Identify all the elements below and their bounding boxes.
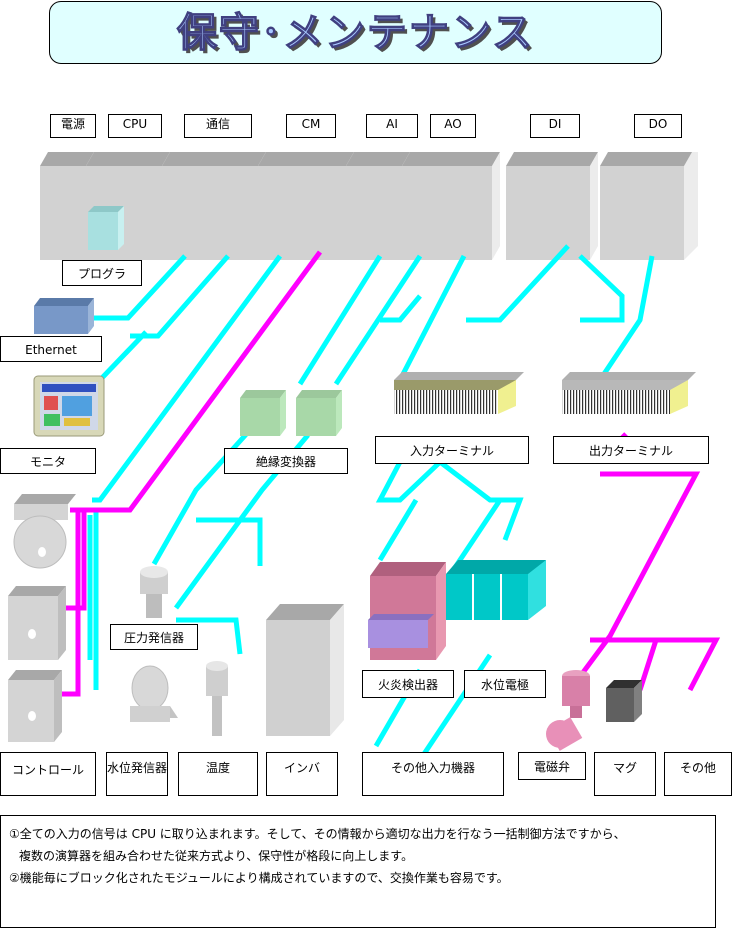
solenoid-device — [546, 670, 590, 751]
temperature-device — [206, 661, 228, 736]
programmer-label: プログラ — [62, 260, 142, 286]
monitor-label: モニタ — [0, 448, 96, 474]
other-label: その他 — [664, 752, 732, 796]
module-ao-block — [402, 152, 500, 260]
controller-label: コントロール — [0, 752, 96, 796]
module-label-cpu: CPU — [108, 114, 162, 138]
module-ai-block — [346, 152, 410, 260]
pressure-label: 圧力発信器 — [110, 624, 198, 650]
module-label-di: DI — [530, 114, 580, 138]
temperature-label: 温度 — [178, 752, 258, 796]
inverter-device — [266, 604, 344, 736]
flame-device — [368, 562, 446, 660]
pressure-device — [140, 566, 168, 618]
programmer-port-cube — [88, 206, 124, 250]
module-di-block — [506, 152, 598, 260]
output-terminal-label: 出力ターミナル — [553, 436, 709, 464]
page-title: 保守･メンテナンス — [176, 9, 535, 56]
module-label-power: 電源 — [50, 114, 96, 138]
module-label-comm: 通信 — [184, 114, 252, 138]
water-electrode-device — [446, 560, 546, 620]
inverter-label: インバ — [266, 752, 338, 796]
title-banner: 保守･メンテナンス — [49, 1, 662, 64]
signal-wiring — [87, 244, 655, 762]
module-label-do: DO — [634, 114, 682, 138]
solenoid-label: 電磁弁 — [518, 752, 586, 780]
controller-devices — [8, 494, 76, 742]
ethernet-label: Ethernet — [0, 336, 102, 362]
isolator-label: 絶縁変換器 — [224, 448, 348, 474]
module-comm-block — [162, 152, 266, 260]
module-label-ao: AO — [430, 114, 476, 138]
ethernet-device — [34, 298, 94, 334]
module-label-ai: AI — [366, 114, 418, 138]
note-line-2: 複数の演算器を組み合わせた従来方式より、保守性が格段に向上します。 — [19, 849, 414, 863]
isolator-devices — [240, 390, 342, 436]
flame-label: 火炎検出器 — [362, 670, 454, 698]
magnet-device — [606, 680, 642, 722]
note-line-3: ②機能毎にブロック化されたモジュールにより構成されていますので、交換作業も容易で… — [9, 871, 509, 885]
other-input-label: その他入力機器 — [362, 752, 504, 796]
module-power-block — [40, 152, 94, 260]
magnet-label: マグ — [594, 752, 656, 796]
module-label-cm: CM — [286, 114, 336, 138]
module-do-block — [600, 152, 698, 260]
level-device — [130, 665, 178, 722]
monitor-device — [33, 375, 105, 437]
notes-box: ①全ての入力の信号は CPU に取り込まれます。そして、その情報から適切な出力を… — [0, 815, 716, 928]
output-terminal-device — [562, 372, 696, 414]
water-electrode-label: 水位電極 — [464, 670, 546, 698]
input-terminal-label: 入力ターミナル — [375, 436, 529, 464]
level-transmitter-label: 水位発信器 — [106, 752, 168, 796]
note-line-1: ①全ての入力の信号は CPU に取り込まれます。そして、その情報から適切な出力を… — [9, 827, 626, 841]
module-cm-block — [258, 152, 354, 260]
input-terminal-device — [394, 372, 524, 414]
power-wiring — [58, 250, 721, 697]
plc-rack — [40, 152, 698, 260]
